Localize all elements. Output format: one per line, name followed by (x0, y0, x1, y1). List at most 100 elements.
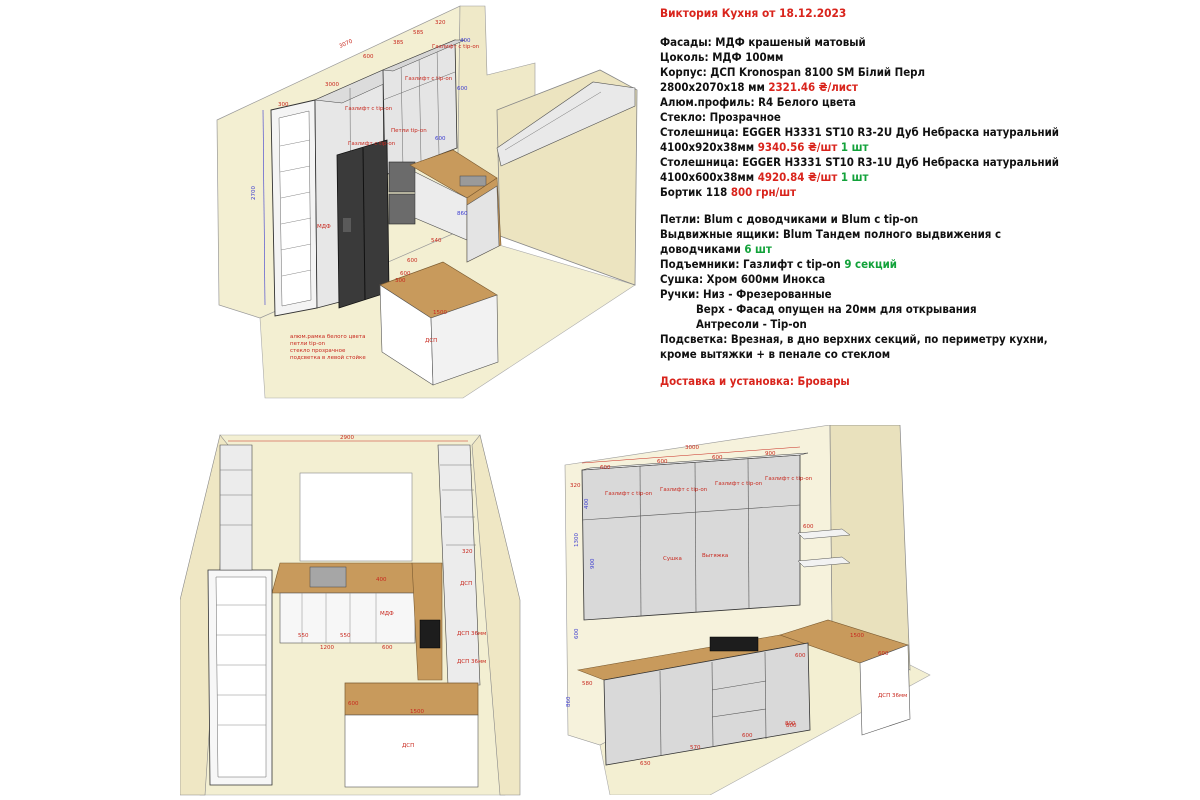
spec-title: Виктория Кухня от 18.12.2023 (660, 6, 847, 20)
spec-edge-row: Бортик 118 800 грн/шт (660, 185, 1190, 200)
spec-top2-size: 4100x600x38мм (660, 170, 755, 184)
spec-drawers-b: доводчиками (660, 242, 741, 256)
base-cabinets-3 (603, 642, 811, 766)
spec-edge-price: 800 грн/шт (730, 185, 797, 199)
v3-dim-800b: 800 (786, 723, 797, 729)
v1-label-dsp: ДСП (425, 338, 437, 344)
spec-top1-size: 4100x920x38мм (660, 140, 755, 154)
v3-dim-1300: 1300 (574, 533, 580, 547)
v3-dim-600h: 600 (742, 733, 753, 739)
v1-note-1: алюм.рамка белого цвета (290, 334, 365, 340)
spec-drawers-row: доводчиками 6 шт (660, 242, 1190, 257)
right-upper-cabinets (496, 81, 636, 167)
v1-label-gas1: Газлифт с tip-on (345, 106, 393, 112)
spec-top2-qty: 1 шт (840, 170, 869, 184)
side-panel-3 (859, 644, 911, 736)
spec-edge: Бортик 118 (660, 185, 728, 199)
v2-dim-320: 320 (462, 549, 473, 555)
v2-label-dsp3: ДСП 36мм (457, 659, 486, 665)
spec-body: Корпус: ДСП Kronospan 8100 SM Білий Перл (660, 65, 925, 79)
v1-dim-600b: 600 (457, 86, 468, 92)
v1-dim-400: 400 (460, 38, 471, 44)
v1-dim-300: 300 (278, 102, 289, 108)
v1-dim-2700: 2700 (251, 186, 257, 200)
v1-note-2: петли tip-on (290, 341, 326, 347)
v3-dim-900: 900 (765, 451, 776, 457)
wall-shelf-1 (797, 528, 851, 540)
spec-dryer: Сушка: Хром 600мм Инокса (660, 272, 826, 286)
spec-drawers-qty: 6 шт (744, 242, 772, 256)
oven-upper (388, 161, 416, 193)
spec-delivery: Доставка и установка: Бровары (660, 374, 850, 388)
v2-label-dsp2: ДСП 36мм (457, 631, 486, 637)
v3-dim-600c: 600 (712, 455, 723, 461)
v1-note-4: подсветка в левой стойке (290, 354, 366, 361)
v1-dim-300b: 300 (395, 278, 406, 284)
v1-label-gas4: Газлифт с tip-on (432, 44, 480, 50)
hob-3 (709, 636, 759, 652)
v1-dim-1500: 1500 (433, 310, 447, 316)
window-2 (299, 472, 413, 562)
v3-dim-630: 630 (640, 761, 651, 767)
kitchen-view-perspective: 3070 3000 300 2700 600 385 585 320 400 6… (216, 5, 638, 399)
spec-body-price: 2321.46 ₴/лист (768, 80, 858, 94)
kitchen-view-front: 2900 320 550 550 1200 600 400 600 1500 М… (180, 434, 521, 796)
wall-shelf-2 (797, 556, 851, 568)
v2-dim-1500: 1500 (410, 709, 424, 715)
v3-label-dryer: Сушка (663, 556, 682, 562)
spec-top1-price: 9340.56 ₴/шт (757, 140, 838, 154)
v3-label-gas3: Газлифт с tip-on (715, 481, 763, 487)
v3-dim-860: 860 (566, 696, 572, 707)
spec-light-2: кроме вытяжки + в пенале со стеклом (660, 347, 891, 361)
v1-dim-600c: 600 (435, 136, 446, 142)
v2-dim-550b: 550 (340, 633, 351, 639)
v3-dim-600e: 600 (574, 628, 580, 639)
oven-lower (388, 193, 416, 225)
v1-dim-860: 860 (457, 211, 468, 217)
v3-dim-600g: 600 (878, 651, 889, 657)
spec-top2-price: 4920.84 ₴/шт (757, 170, 838, 184)
v2-dim-1200: 1200 (320, 645, 334, 651)
v3-label-gas2: Газлифт с tip-on (660, 487, 708, 493)
spec-facades: Фасады: МДФ крашеный матовый (660, 35, 866, 49)
spec-top1-qty: 1 шт (840, 140, 869, 154)
v1-label-gas2: Газлифт с tip-on (348, 141, 396, 147)
spec-drawers: Выдвижные ящики: Blum Тандем полного выд… (660, 227, 1002, 241)
v2-dim-600: 600 (382, 645, 393, 651)
v1-label-gas3: Газлифт с tip-on (405, 76, 453, 82)
v3-label-dsp: ДСП 36мм (878, 693, 907, 699)
v3-label-gas4: Газлифт с tip-on (765, 476, 813, 482)
v1-label-mdf: МДФ (317, 224, 331, 230)
spec-lifts: Подъемники: Газлифт с tip-on (660, 257, 841, 271)
v3-dim-600d: 600 (803, 524, 814, 530)
spec-hinges: Петли: Blum с доводчиками и Blum с tip-o… (660, 212, 919, 226)
v2-label-mdf: МДФ (380, 611, 394, 617)
left-upper-cabinets-2 (219, 444, 253, 571)
spec-glass: Стекло: Прозрачное (660, 110, 781, 124)
right-tall-cabinets-2 (437, 444, 481, 686)
v2-dim-600b: 600 (348, 701, 359, 707)
v2-dim-400: 400 (376, 577, 387, 583)
v1-dim-3070: 3070 (338, 38, 354, 49)
spec-profile: Алюм.профиль: R4 Белого цвета (660, 95, 856, 109)
spec-top1: Столешница: EGGER H3331 ST10 R3-2U Дуб Н… (660, 125, 1059, 139)
v1-dim-600e: 600 (400, 271, 411, 277)
v3-dim-3000: 3000 (685, 445, 699, 451)
spec-top2-size-row: 4100x600x38мм 4920.84 ₴/шт 1 шт (660, 170, 1190, 185)
spec-light-1: Подсветка: Врезная, в дно верхних секций… (660, 332, 1048, 346)
v3-dim-600a: 600 (600, 465, 611, 471)
spec-body-size: 2800х2070х18 мм (660, 80, 765, 94)
v1-dim-385: 385 (393, 40, 404, 46)
spec-plinth: Цоколь: МДФ 100мм (660, 50, 784, 64)
spec-handles-3: Антресоли - Tip-on (696, 317, 807, 331)
v1-dim-320: 320 (435, 20, 446, 26)
v3-dim-800a: 800 (785, 721, 796, 727)
v3-dim-600f: 600 (795, 653, 806, 659)
sink-2 (309, 566, 347, 588)
v1-dim-600a: 600 (363, 54, 374, 60)
v1-dim-3000: 3000 (325, 82, 339, 88)
v3-dim-400: 400 (584, 498, 590, 509)
v1-note-3: стекло прозрачное (290, 348, 346, 354)
v1-dim-540: 540 (431, 238, 442, 244)
right-wall-2 (471, 434, 521, 796)
